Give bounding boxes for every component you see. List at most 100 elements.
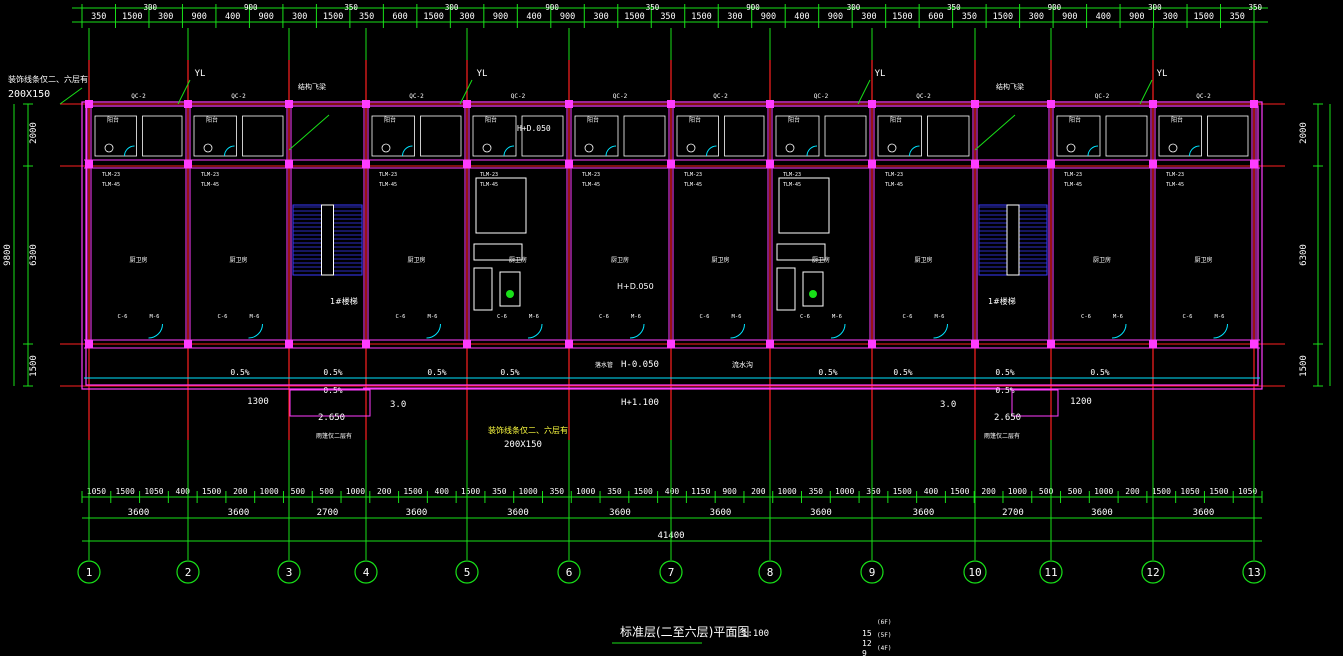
gutter-label: 流水沟: [732, 360, 753, 369]
bath-room: [623, 115, 666, 157]
bottom-dim-label: 200: [981, 487, 996, 496]
table-left: [499, 271, 521, 307]
axis-label: 7: [668, 566, 675, 579]
bath-room: [927, 115, 970, 157]
bottom-dim-label: 1050: [1180, 487, 1199, 496]
plant-right: [809, 290, 817, 298]
decor-note-top-left: 装饰线条仅二、六层有: [8, 74, 88, 84]
slope-label: 0.5%: [323, 368, 342, 377]
bay-dim-label: 3600: [609, 508, 631, 518]
window-tag: QC-2: [409, 93, 424, 100]
floor-tag-2: (5F): [877, 632, 891, 639]
top-dim-upper-label: 900: [244, 3, 258, 12]
axis-bubble: [1242, 560, 1266, 584]
column: [1047, 160, 1055, 168]
bottom-dim-label: 1500: [202, 487, 221, 496]
balcony-label: 阳台: [485, 116, 497, 124]
tag: TLM-45: [1166, 182, 1184, 188]
top-dim-label: 900: [828, 12, 843, 22]
column: [766, 340, 774, 348]
top-dim-label: 300: [1163, 12, 1178, 22]
window-tag: QC-2: [613, 93, 628, 100]
axis-bubble: [176, 560, 200, 584]
bottom-dim-label: 1050: [144, 487, 163, 496]
room-label: 厨卫房: [1194, 256, 1212, 264]
bath-room: [193, 115, 237, 157]
bottom-dim-label: 1150: [691, 487, 710, 496]
column: [868, 100, 876, 108]
tag: TLM-45: [102, 182, 120, 188]
tag: TLM-45: [783, 182, 801, 188]
bottom-dim-label: 1000: [1094, 487, 1113, 496]
canopy-level-right: 2.650: [994, 413, 1021, 423]
toilet: [785, 143, 795, 153]
top-dim-upper-label: 300: [144, 3, 158, 12]
floor-tag-1: (6F): [877, 619, 891, 626]
balcony-label: 阳台: [788, 116, 800, 124]
bay-dim-label: 3600: [228, 508, 250, 518]
door-swing: [248, 323, 263, 339]
axis-label: 8: [767, 566, 774, 579]
door-swing: [830, 323, 846, 339]
bottom-dim-label: 1500: [893, 487, 912, 496]
bath-room: [94, 115, 137, 157]
top-dim-label: 600: [928, 12, 943, 22]
door-tag: M-6: [1113, 314, 1123, 320]
top-dim-label: 1500: [122, 12, 142, 22]
top-dim-label: 300: [861, 12, 876, 22]
balcony-label: 阳台: [206, 116, 218, 124]
window-tag: C-6: [1081, 314, 1091, 320]
bottom-dim-label: 500: [1039, 487, 1054, 496]
canopy-level-left: 2.650: [318, 413, 345, 423]
bay-dim-label: 3600: [1091, 508, 1113, 518]
top-dim-label: 400: [225, 12, 240, 22]
column: [1047, 100, 1055, 108]
top-dim-label: 400: [526, 12, 541, 22]
bottom-dim-label: 200: [751, 487, 766, 496]
top-dim-label: 1500: [624, 12, 644, 22]
bath-room: [724, 115, 765, 157]
decor-note-bottom: 装饰线条仅二、六层有: [488, 425, 568, 435]
floor-height-3: 9: [862, 649, 867, 656]
cabinet-left: [473, 243, 523, 261]
door-swing: [909, 145, 920, 157]
window-tag: C-6: [800, 314, 810, 320]
door-swing: [730, 323, 745, 339]
window-tag: QC-2: [814, 93, 829, 100]
top-dim-label: 900: [1062, 12, 1077, 22]
window-tag: QC-2: [916, 93, 931, 100]
window-tag: QC-2: [713, 93, 728, 100]
toilet: [381, 143, 391, 153]
axis-label: 12: [1146, 566, 1159, 579]
tag: TLM-45: [885, 182, 903, 188]
toilet: [686, 143, 696, 153]
drawing-title: 标准层(二至六层)平面图: [620, 625, 749, 639]
stair-height-left: 3.0: [390, 400, 406, 410]
room-label: 厨卫房: [611, 256, 629, 264]
top-dim-label: 300: [158, 12, 173, 22]
door-tag: M-6: [732, 314, 742, 320]
bottom-dim-label: 1500: [1209, 487, 1228, 496]
tag: TLM-45: [201, 182, 219, 188]
tag: TLM-23: [480, 172, 498, 178]
bay-dim-label: 3600: [1193, 508, 1215, 518]
column: [971, 160, 979, 168]
top-dim-label: 900: [258, 12, 273, 22]
door-swing: [1213, 323, 1228, 339]
bottom-dim-label: 400: [435, 487, 450, 496]
bath-room: [1158, 115, 1202, 157]
tag: TLM-45: [480, 182, 498, 188]
bottom-dim-label: 200: [377, 487, 392, 496]
floor-height-2: 12: [862, 639, 872, 648]
door-tag: M-6: [631, 314, 641, 320]
axis-label: 2: [185, 566, 192, 579]
bottom-dim-label: 1500: [1152, 487, 1171, 496]
door-tag: M-6: [529, 314, 539, 320]
yl-leader: [177, 79, 191, 105]
bottom-dim-label: 1050: [1238, 487, 1257, 496]
door-swing: [1087, 145, 1099, 157]
balcony-label: 阳台: [1069, 116, 1081, 124]
bay-dim-label: 2700: [1002, 508, 1024, 518]
column: [285, 160, 293, 168]
